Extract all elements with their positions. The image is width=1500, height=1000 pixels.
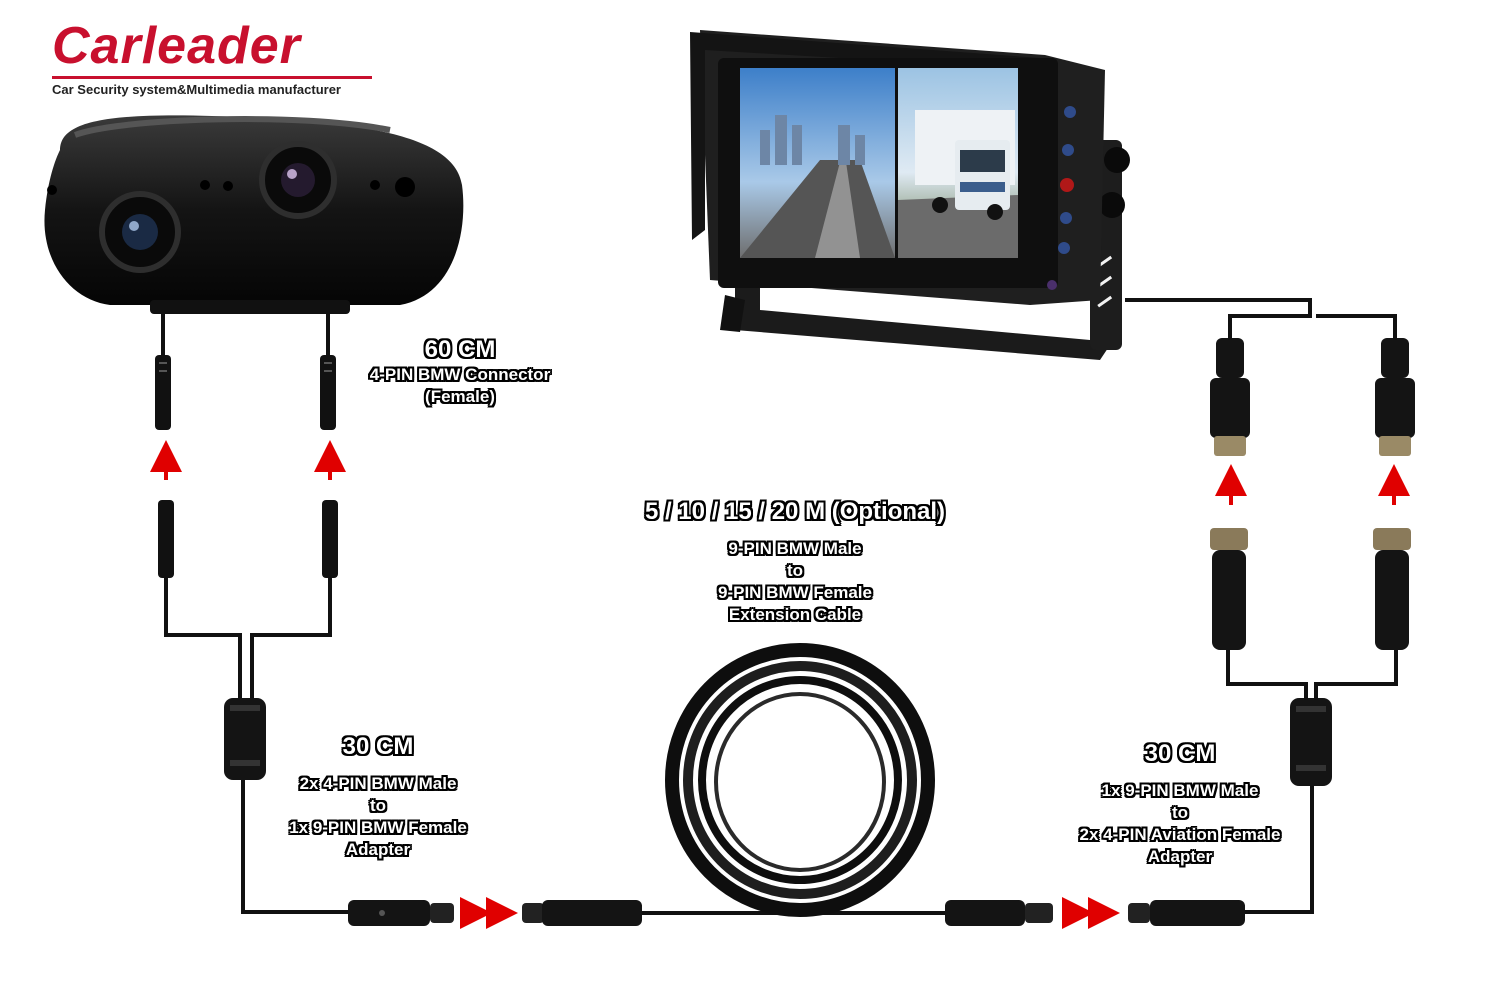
- extension-line3: 9-PIN BMW Female: [718, 583, 872, 602]
- camera-4pin-female-connectors: [155, 355, 336, 430]
- monitor-aviation-male-connectors: [1210, 338, 1415, 456]
- split-screen-monitor-icon: [690, 30, 1130, 360]
- brand-logo: Carleader Car Security system&Multimedia…: [52, 18, 372, 97]
- right-adapter-label: 30 CM 1x 9-PIN BMW Male to 2x 4-PIN Avia…: [1045, 740, 1315, 868]
- extension-line4: Extension Cable: [728, 605, 862, 624]
- left-adapter-line3: 1x 9-PIN BMW Female: [289, 818, 467, 837]
- left-adapter-lead: [241, 780, 352, 914]
- right-adapter-line4: Adapter: [1147, 847, 1213, 866]
- extension-label: 5 / 10 / 15 / 20 M (Optional) 9-PIN BMW …: [595, 498, 995, 626]
- right-adapter-9pin-male: [1128, 900, 1245, 926]
- left-adapter-line2: to: [369, 796, 387, 815]
- right-adapter-lead: [1245, 785, 1314, 914]
- left-adapter-length: 30 CM: [342, 733, 414, 760]
- left-adapter-9pin-female: [348, 900, 454, 926]
- dual-lens-camera-icon: [44, 115, 464, 314]
- right-adapter-y-cable: [1226, 645, 1398, 700]
- right-adapter-line3: 2x 4-PIN Aviation Female: [1079, 825, 1281, 844]
- left-adapter-male-connectors: [158, 500, 338, 578]
- brand-tagline: Car Security system&Multimedia manufactu…: [52, 82, 341, 97]
- camera-cables: [161, 305, 330, 360]
- left-connect-arrows: [150, 440, 346, 480]
- aviation-female-connectors: [1210, 528, 1411, 650]
- camera-cable-line2: (Female): [425, 387, 495, 406]
- extension-line2: to: [786, 561, 804, 580]
- left-adapter-label: 30 CM 2x 4-PIN BMW Male to 1x 9-PIN BMW …: [258, 733, 498, 861]
- right-adapter-line2: to: [1171, 803, 1189, 822]
- camera-cable-label: 60 CM 4-PIN BMW Connector (Female): [340, 336, 580, 408]
- camera-cable-length: 60 CM: [424, 336, 496, 363]
- left-adapter-y-cable: [164, 575, 332, 700]
- left-adapter-line1: 2x 4-PIN BMW Male: [299, 774, 457, 793]
- extension-male-plug: [522, 900, 642, 926]
- right-adapter-line1: 1x 9-PIN BMW Male: [1101, 781, 1259, 800]
- extension-line1: 9-PIN BMW Male: [728, 539, 862, 558]
- brand-name: Carleader: [52, 17, 301, 75]
- right-adapter-length: 30 CM: [1144, 740, 1216, 767]
- extension-female-plug: [945, 900, 1053, 926]
- camera-cable-line1: 4-PIN BMW Connector: [369, 365, 551, 384]
- monitor-cables: [1125, 298, 1397, 340]
- extension-length: 5 / 10 / 15 / 20 M (Optional): [644, 498, 946, 525]
- cable-coil-icon: [665, 643, 935, 917]
- left-adapter-line4: Adapter: [345, 840, 411, 859]
- right-adapter-junction: [1290, 698, 1332, 786]
- left-adapter-junction: [224, 698, 266, 780]
- right-connect-arrows: [1215, 464, 1410, 505]
- brand-rule: [52, 76, 372, 79]
